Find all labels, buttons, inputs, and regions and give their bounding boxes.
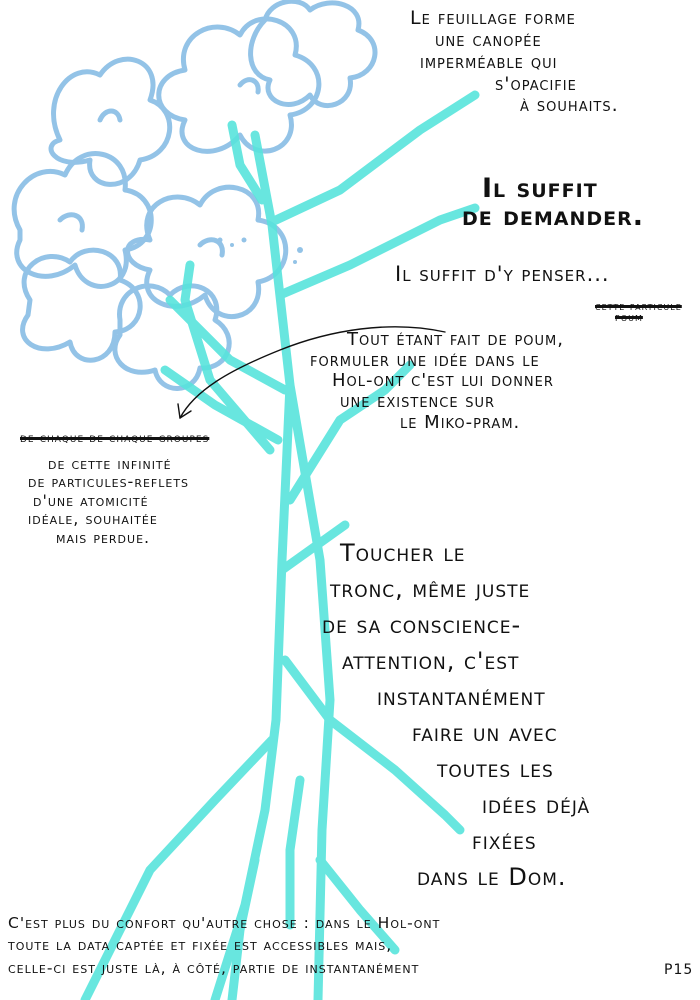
particles-note-line: le Miko-pram. <box>400 411 521 433</box>
branch-root-left <box>227 855 260 1000</box>
particles-note-line: une existence sur <box>340 391 496 413</box>
struck-out-words: cette particule poum <box>595 301 682 323</box>
arrow <box>177 326 446 419</box>
particles-note-line: Hol-ont c'est lui donner <box>332 370 554 392</box>
trunk-note-line: toutes les <box>437 755 554 783</box>
trunk-note-line: fixées <box>472 827 537 855</box>
ask-note: Il suffit de demander. <box>462 173 645 233</box>
trunk-note-line: faire un avec <box>412 719 558 747</box>
trunk-note-line: attention, c'est <box>342 647 520 675</box>
flower-dots <box>217 237 303 264</box>
trunk-note: Toucher le tronc, même juste de sa consc… <box>322 535 590 895</box>
trunk-note-line: tronc, même juste <box>330 575 531 603</box>
struck-word: poum <box>615 311 643 324</box>
ask-note-line: de demander. <box>462 201 645 233</box>
particles-note-line: Tout étant fait de poum, <box>347 329 564 350</box>
footer-note-line: toute la data captée et fixée est access… <box>8 936 393 955</box>
branch-upper-right <box>271 90 480 225</box>
tree-trunk-right <box>285 380 335 1000</box>
struck-out-words-left: de chaque de chaque groupes <box>20 431 210 447</box>
trunk-note-line: Toucher le <box>340 539 466 567</box>
branch-lower-left <box>80 735 277 1000</box>
footer-note-line: celle-ci est juste là, à côté, partie de… <box>8 958 420 977</box>
particles-note-line: formuler une idée dans le <box>310 349 540 371</box>
flower-canopy <box>11 0 378 391</box>
ask-note-line: Il suffit <box>482 173 598 204</box>
think-note: Il suffit d'y penser... <box>395 262 610 286</box>
footer-note-line: C'est plus du confort qu'autre chose : d… <box>8 914 441 932</box>
trunk-note-line: idées déjà <box>482 791 591 819</box>
branch-small-up <box>227 120 267 205</box>
footer-note: C'est plus du confort qu'autre chose : d… <box>8 912 440 979</box>
branch-to-text <box>275 203 480 300</box>
flower-lower-left <box>20 247 143 363</box>
flower-mid-center <box>125 184 289 320</box>
flower-top-right <box>248 0 378 108</box>
canopy-note-line: s'opacifie <box>495 72 577 95</box>
tree <box>80 90 480 1000</box>
struck-word: cette particule <box>595 300 682 313</box>
branch-lower-right <box>280 655 465 835</box>
infinity-note-line: mais perdue. <box>56 527 151 547</box>
canopy-note: Le feuillage forme une canopée imperméab… <box>410 7 619 117</box>
trunk-note-line: dans le Dom. <box>417 863 567 891</box>
branch-left-flower <box>180 260 275 455</box>
infinity-note-line: idéale, souhaitée <box>28 509 158 529</box>
infinity-note: de cette infinité de particules-reflets … <box>28 454 190 547</box>
branch-right-mid <box>285 360 415 505</box>
flower-top-center <box>156 16 322 154</box>
branch-root-mid <box>285 775 305 930</box>
branch-root-right <box>315 855 400 955</box>
trunk-note-line: instantanément <box>377 683 546 711</box>
canopy-note-line: imperméable qui <box>420 50 558 73</box>
infinity-note-line: de cette infinité <box>48 454 172 473</box>
canopy-note-line: une canopée <box>435 28 542 51</box>
canopy-note-line: Le feuillage forme <box>410 7 576 29</box>
infinity-note-line: d'une atomicité <box>33 490 149 510</box>
struck-word: de chaque de chaque groupes <box>20 431 210 446</box>
canopy-note-line: à souhaits. <box>520 94 619 117</box>
page-number: P15 <box>664 962 694 978</box>
infinity-note-line: de particules-reflets <box>28 472 190 492</box>
flower-top-left <box>48 56 173 187</box>
branch-right-low <box>277 520 350 575</box>
particles-note: Tout étant fait de poum, formuler une id… <box>310 329 564 433</box>
flower-mid-left <box>11 151 154 289</box>
trunk-note-line: de sa conscience- <box>322 611 522 639</box>
